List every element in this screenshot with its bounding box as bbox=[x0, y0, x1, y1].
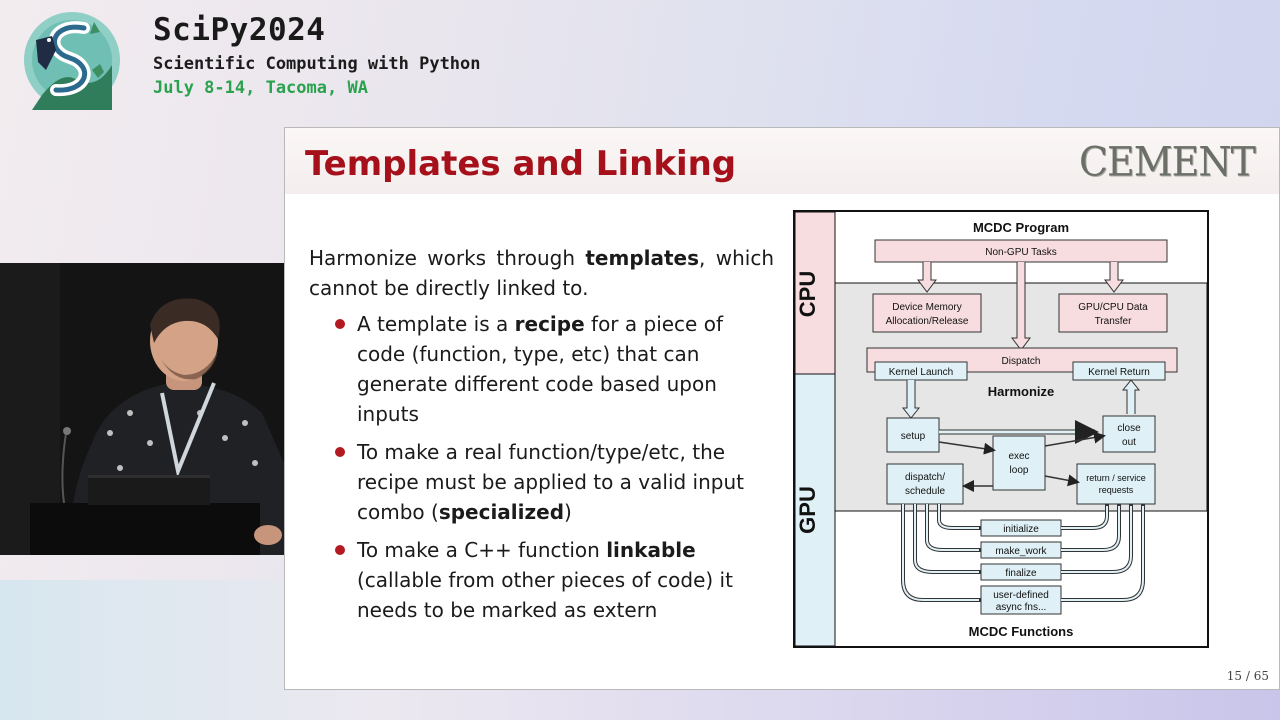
device-memory-line2: Allocation/Release bbox=[886, 316, 969, 327]
fn-user-defined-2: async fns... bbox=[996, 602, 1047, 613]
speaker-video bbox=[0, 263, 284, 555]
dispatch-sched-line2: schedule bbox=[905, 486, 945, 497]
kernel-launch: Kernel Launch bbox=[889, 367, 954, 378]
harmonize-label: Harmonize bbox=[988, 384, 1054, 399]
slide-title: Templates and Linking bbox=[305, 144, 737, 184]
bullet-text: A template is a bbox=[357, 312, 515, 336]
non-gpu-tasks: Non-GPU Tasks bbox=[985, 247, 1057, 258]
scipy-logo bbox=[24, 12, 120, 110]
exec-line1: exec bbox=[1008, 451, 1029, 462]
fn-make-work: make_work bbox=[995, 546, 1047, 557]
cement-logo: CEMENT bbox=[1078, 138, 1256, 186]
presentation-slide: Templates and Linking CEMENT Harmonize w… bbox=[284, 127, 1280, 690]
functions-title: MCDC Functions bbox=[969, 624, 1074, 639]
conference-title: SciPy2024 bbox=[153, 12, 326, 48]
close-line1: close bbox=[1117, 423, 1141, 434]
conference-subtitle: Scientific Computing with Python bbox=[153, 54, 481, 74]
setup-box: setup bbox=[901, 431, 926, 442]
gpu-label: GPU bbox=[795, 486, 820, 534]
conference-date: July 8-14, Tacoma, WA bbox=[153, 78, 368, 98]
bullet-bold: specialized bbox=[438, 500, 565, 524]
bullet-dot-icon bbox=[335, 447, 345, 457]
intro-paragraph: Harmonize works through templates, which… bbox=[309, 243, 774, 303]
bullet-dot-icon bbox=[335, 545, 345, 555]
bullet-bold: recipe bbox=[514, 312, 585, 336]
bullet-bold: linkable bbox=[606, 538, 696, 562]
close-line2: out bbox=[1122, 437, 1136, 448]
page-number: 15 / 65 bbox=[1226, 669, 1269, 683]
dispatch-sched-line1: dispatch/ bbox=[905, 472, 945, 483]
bullet-dot-icon bbox=[335, 319, 345, 329]
bullet-text: To make a real function/type/etc, the re… bbox=[357, 440, 745, 524]
return-line1: return / service bbox=[1086, 473, 1146, 483]
bullet-item: A template is a recipe for a piece of co… bbox=[333, 309, 773, 429]
dispatch-label: Dispatch bbox=[1002, 356, 1041, 367]
bullet-text: To make a C++ function bbox=[357, 538, 607, 562]
intro-bold: templates bbox=[585, 246, 700, 270]
cpu-label: CPU bbox=[795, 271, 820, 317]
fn-finalize: finalize bbox=[1005, 568, 1037, 579]
bullet-item: To make a C++ function linkable (callabl… bbox=[333, 535, 773, 625]
bullet-text: for a piece of code (function, type, etc… bbox=[357, 312, 723, 426]
speaker-figure bbox=[0, 263, 284, 555]
intro-text-end: , which cannot be directly linked to. bbox=[309, 246, 774, 300]
intro-text: Harmonize works through bbox=[309, 246, 586, 270]
return-line2: requests bbox=[1099, 485, 1134, 495]
transfer-line1: GPU/CPU Data bbox=[1078, 302, 1148, 313]
kernel-return: Kernel Return bbox=[1088, 367, 1150, 378]
architecture-diagram: CPU GPU MCDC Program Non-GPU Tasks Devic… bbox=[793, 210, 1209, 648]
bullet-text: (callable from other pieces of code) it … bbox=[357, 568, 733, 622]
bullet-item: To make a real function/type/etc, the re… bbox=[333, 437, 773, 527]
bullet-list: A template is a recipe for a piece of co… bbox=[333, 309, 773, 633]
device-memory-line1: Device Memory bbox=[892, 302, 961, 313]
transfer-line2: Transfer bbox=[1095, 316, 1133, 327]
fn-user-defined-1: user-defined bbox=[993, 590, 1049, 601]
fn-initialize: initialize bbox=[1003, 524, 1039, 535]
slide-header bbox=[285, 128, 1279, 194]
program-title: MCDC Program bbox=[973, 220, 1069, 235]
exec-line2: loop bbox=[1010, 465, 1029, 476]
bullet-text: ) bbox=[564, 500, 572, 524]
